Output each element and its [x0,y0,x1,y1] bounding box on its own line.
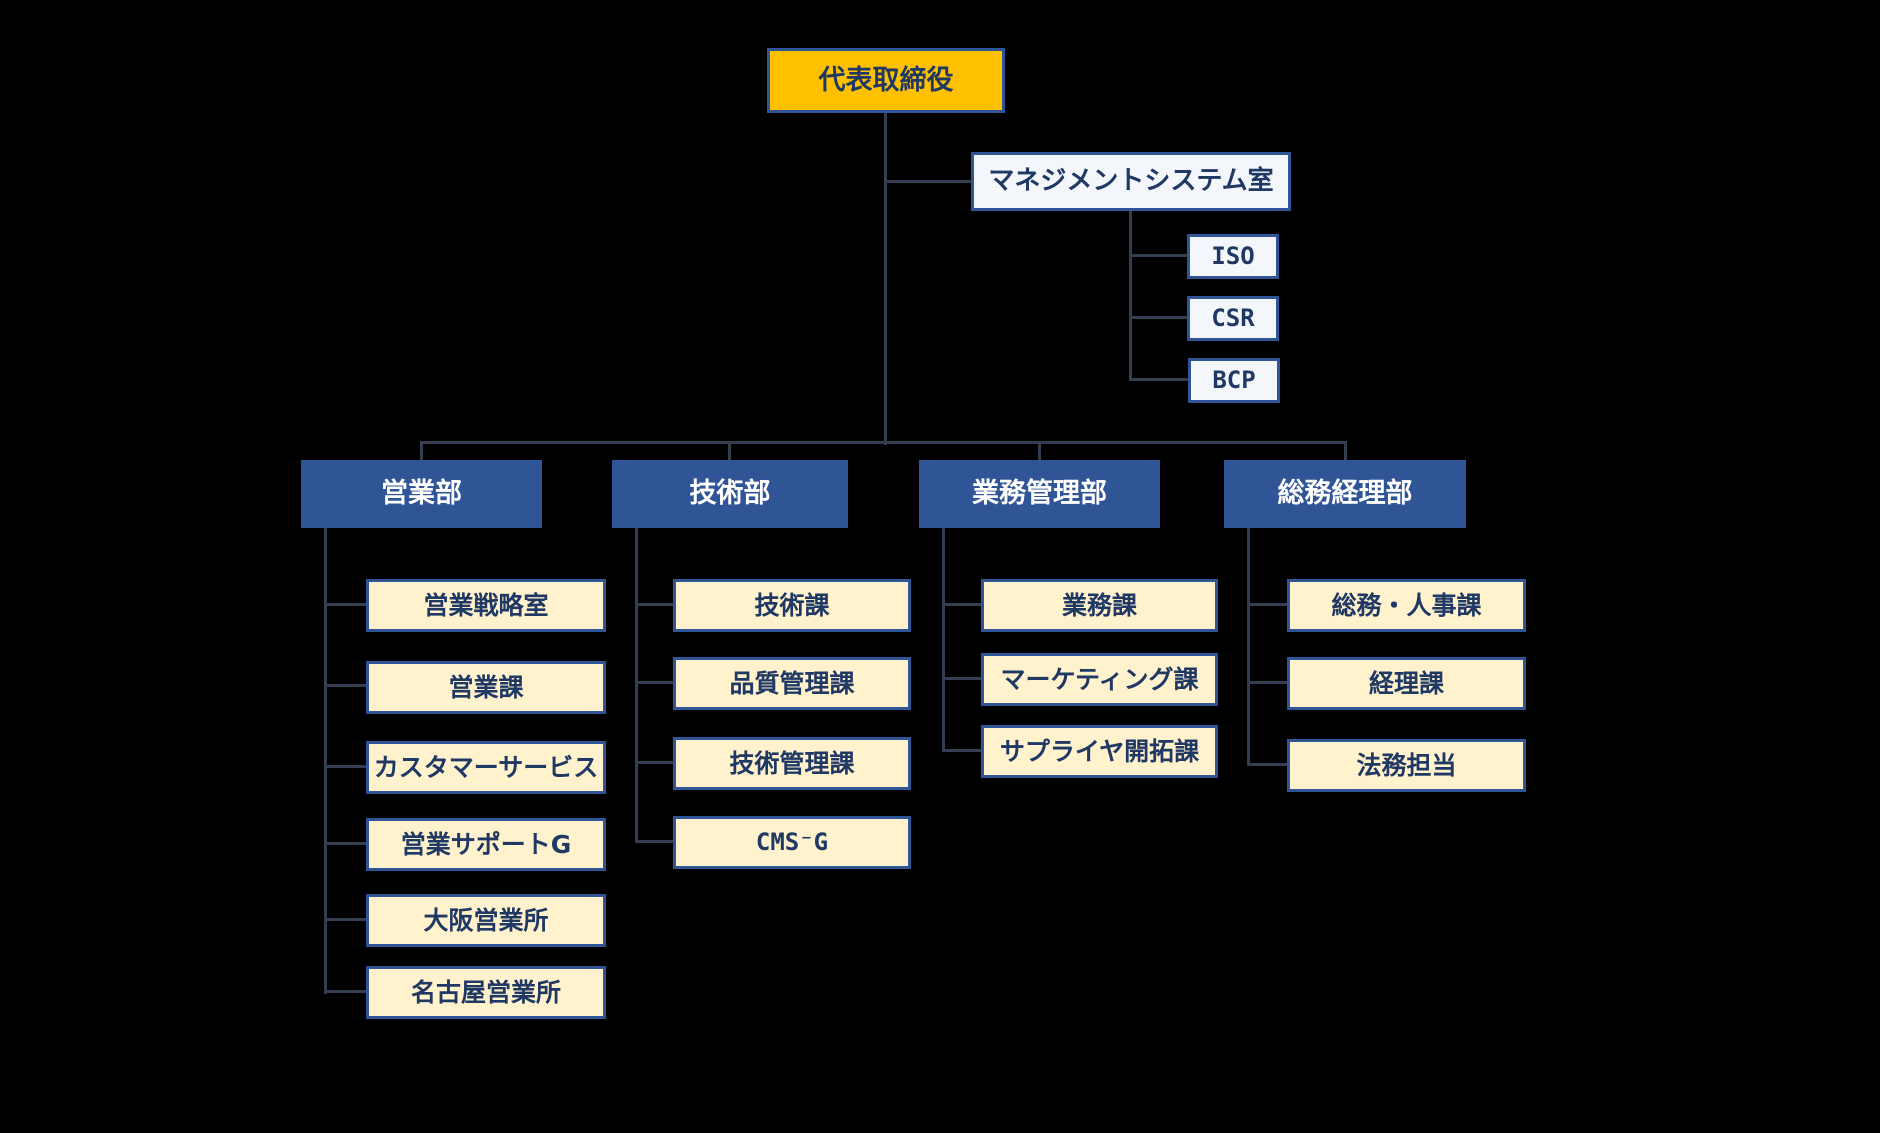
dept-sales-box: 営業部 [301,460,542,528]
connector-line [420,441,1347,444]
connector-line [1247,603,1287,606]
sales-section-box: 営業課 [366,661,606,714]
legal-affairs-box: 法務担当 [1287,739,1526,792]
bcp-box: BCP [1188,358,1280,403]
connector-line [324,528,327,994]
csr-box: CSR [1187,296,1279,341]
accounting-section-box: 経理課 [1287,657,1526,710]
dept-business-admin-box: 業務管理部 [919,460,1160,528]
quality-control-section-box: 品質管理課 [673,657,911,710]
customer-service-box: カスタマーサービス [366,741,606,794]
connector-line [1129,316,1187,319]
connector-line [1129,211,1132,381]
connector-line [942,749,981,752]
connector-line [324,842,366,845]
connector-line [635,761,673,764]
connector-line [324,990,366,993]
dept-general-affairs-box: 総務経理部 [1224,460,1466,528]
connector-line [886,180,971,183]
management-system-office-box: マネジメントシステム室 [971,152,1291,211]
connector-line [635,603,673,606]
connector-line [635,528,638,843]
iso-box: ISO [1187,234,1279,279]
business-section-box: 業務課 [981,579,1218,632]
osaka-office-box: 大阪営業所 [366,894,606,947]
nagoya-office-box: 名古屋営業所 [366,966,606,1019]
connector-line [420,441,423,462]
connector-line [942,603,981,606]
connector-line [1038,441,1041,462]
connector-line [324,603,366,606]
connector-line [942,677,981,680]
connector-line [1247,763,1287,766]
connector-line [324,918,366,921]
connector-line [1129,378,1189,381]
connector-line [635,681,673,684]
connector-line [884,111,887,445]
connector-line [1129,254,1187,257]
dept-engineering-box: 技術部 [612,460,848,528]
engineering-admin-section-box: 技術管理課 [673,737,911,790]
sales-strategy-office-box: 営業戦略室 [366,579,606,632]
connector-line [635,840,673,843]
supplier-development-section-box: サプライヤ開拓課 [981,725,1218,778]
connector-line [1344,441,1347,462]
marketing-section-box: マーケティング課 [981,653,1218,706]
connector-line [324,765,366,768]
engineering-section-box: 技術課 [673,579,911,632]
connector-line [942,528,945,752]
general-affairs-hr-section-box: 総務・人事課 [1287,579,1526,632]
cms-group-box: CMS⁻G [673,816,911,869]
sales-support-group-box: 営業サポートG [366,818,606,871]
ceo-box: 代表取締役 [767,48,1005,113]
connector-line [1247,528,1250,766]
connector-line [1247,681,1287,684]
connector-line [728,441,731,462]
connector-line [324,684,366,687]
